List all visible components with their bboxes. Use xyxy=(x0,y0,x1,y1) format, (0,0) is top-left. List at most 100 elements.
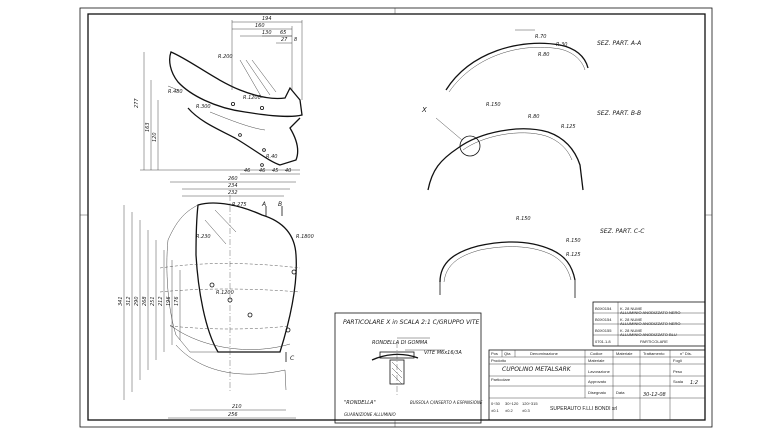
front-view-hidden-line xyxy=(159,263,301,269)
bom-code: 0701.1.8 xyxy=(595,339,611,344)
section-a-inner xyxy=(448,47,586,93)
dim-label: 160 xyxy=(255,23,265,29)
dim-label: 232 xyxy=(228,190,238,196)
dim-label: 65 xyxy=(280,30,286,36)
radius-label: R.480 xyxy=(168,89,183,95)
tb-head: n° Dis. xyxy=(680,351,692,356)
dim-label: 130 xyxy=(262,30,272,36)
side-view-hole xyxy=(260,163,264,167)
radius-label: R.1200 xyxy=(216,290,234,296)
section-b-b: X R.150 R.80 R.125 SEZ. PART. B-B xyxy=(421,102,641,191)
tb-scale: 1:2 xyxy=(690,380,698,386)
dim-label: R.150 xyxy=(566,238,581,244)
tb-head: Qta xyxy=(504,351,511,356)
dim-label: 256 xyxy=(228,412,238,418)
section-a-a: R.70 R.30 R.80 SEZ. PART. A-A xyxy=(445,29,641,93)
tb-head: Trattamento xyxy=(643,351,665,356)
dim-label: 341 xyxy=(118,296,124,306)
tb-tol: 0÷30 xyxy=(491,401,501,406)
dim-label: R.70 xyxy=(535,34,546,40)
tb-tol: ±0.3 xyxy=(522,408,531,413)
radius-label: R.1800 xyxy=(296,234,314,240)
front-view-hole xyxy=(247,312,253,318)
detail-label: BUSSOLA C/INSERTO A ESPANSIONE xyxy=(410,400,483,405)
tb-head: Denominazione xyxy=(530,351,559,356)
dim-label: 234 xyxy=(228,183,238,189)
title-block: Pos Qta Denominazione Codice Materiale T… xyxy=(488,349,706,421)
radius-label: R.230 xyxy=(196,234,211,240)
radius-label: R.300 xyxy=(196,104,211,110)
detail-x-panel: PARTICOLARE X in SCALA 2:1 C/GRUPPO VITE… xyxy=(334,312,483,424)
section-c-c: R.150 R.150 R.125 SEZ. PART. C-C xyxy=(439,216,645,298)
detail-label: GUARNIZIONE ALLUMINIO xyxy=(344,412,396,417)
detail-label: VITE M6x16/3A xyxy=(424,350,462,356)
side-view: 194 160 130 65 27 8 277 163 120 46 46 45… xyxy=(134,16,303,175)
dim-label: 196 xyxy=(166,296,172,306)
section-b-detail-circle xyxy=(459,135,481,157)
detail-label: "RONDELLA" xyxy=(344,400,376,406)
front-view-hole xyxy=(209,282,215,288)
tb-head: Codice xyxy=(590,351,603,356)
dim-label: 8 xyxy=(294,37,297,43)
tb-tol: ±0.1 xyxy=(491,408,500,413)
tb-date: 30-12-08 xyxy=(643,392,666,398)
detail-label: RONDELLA DI GOMMA xyxy=(372,340,428,346)
section-letter: B xyxy=(278,201,282,208)
tb-label: Fogli xyxy=(673,358,682,363)
dim-label: 45 xyxy=(272,168,278,174)
tb-tol: 30÷120 xyxy=(505,401,519,406)
dim-label: R.40 xyxy=(266,154,277,160)
tb-tol: ±0.2 xyxy=(505,408,514,413)
section-letter: C xyxy=(290,355,295,362)
bom-text: PARTICOLARE xyxy=(640,339,668,344)
dim-label: 277 xyxy=(134,98,140,108)
dim-label: 312 xyxy=(126,296,132,306)
leader xyxy=(167,85,179,91)
front-view-hole xyxy=(285,327,291,333)
section-b-inner xyxy=(462,132,573,161)
front-view-hole xyxy=(291,269,297,275)
side-view-hole xyxy=(230,102,235,107)
tb-head: Pos xyxy=(491,351,498,356)
radius-label: R.200 xyxy=(218,54,233,60)
dim-label: 40 xyxy=(285,168,291,174)
front-view-left-outline xyxy=(166,204,218,353)
side-view-lower-outline xyxy=(187,107,301,166)
section-title: SEZ. PART. B-B xyxy=(597,110,641,117)
detail-frame xyxy=(334,312,482,424)
tb-tol: 120÷315 xyxy=(522,401,538,406)
leader xyxy=(435,117,463,141)
tb-label: Materiale xyxy=(588,358,605,363)
side-view-hole xyxy=(262,148,266,152)
dim-label: 163 xyxy=(145,122,151,132)
side-view-hole xyxy=(238,133,242,137)
section-b-profile xyxy=(427,128,584,191)
tb-label: Prodotto xyxy=(491,358,507,363)
dim-label: 27 xyxy=(281,37,288,43)
section-a-profile xyxy=(445,42,589,91)
section-letter: A xyxy=(261,201,266,208)
dim-label: 46 xyxy=(259,168,265,174)
tb-label: Disegnato xyxy=(588,390,607,395)
tb-head: Materiale xyxy=(616,351,633,356)
front-view-hidden-line xyxy=(159,288,301,293)
dim-label: R.150 xyxy=(516,216,531,222)
tb-label: Scala xyxy=(673,379,684,384)
tb-label: Lavorazione xyxy=(588,369,611,374)
tb-company: SUPERAUTO F.LLI BONDI srl xyxy=(550,406,617,412)
detail-title: PARTICOLARE X in SCALA 2:1 C/GRUPPO VITE xyxy=(343,319,479,326)
front-view: A B C 260 234 232 341 312 290 268 251 21… xyxy=(118,176,314,419)
tb-product: CUPOLINO METALSARK xyxy=(502,366,572,373)
dim-label: 212 xyxy=(158,296,164,306)
front-view-hole xyxy=(227,297,233,303)
bom-code: B0X0155 xyxy=(595,328,612,333)
front-view-hatch xyxy=(204,209,237,245)
dim-label: 46 xyxy=(244,168,250,174)
side-view-hatch xyxy=(239,59,277,99)
side-view-outline xyxy=(169,51,303,118)
